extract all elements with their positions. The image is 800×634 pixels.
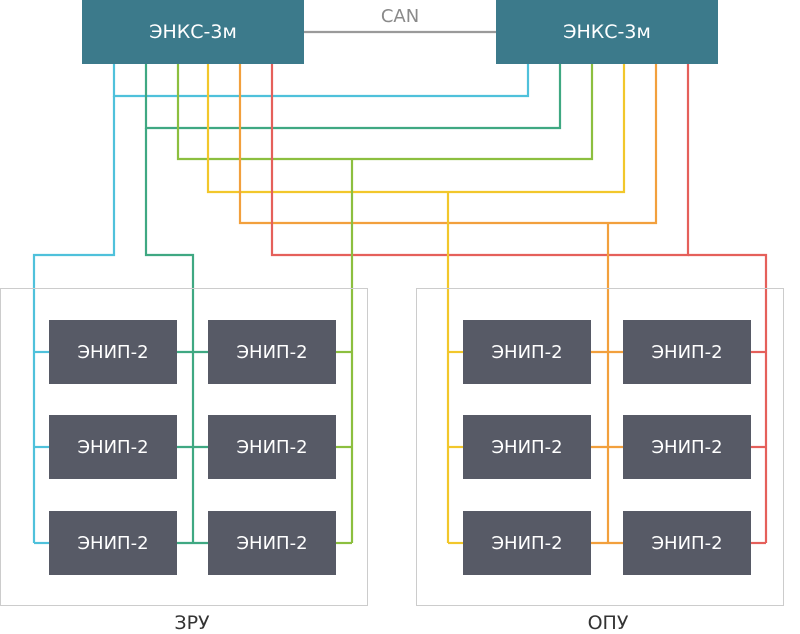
module-label: ЭНИП-2 [77,341,149,363]
module-label: ЭНИП-2 [236,341,308,363]
controller-left[interactable]: ЭНКС-3м [82,0,304,64]
module-label: ЭНИП-2 [651,341,723,363]
zone-opu-label: ОПУ [587,612,629,634]
module-label: ЭНИП-2 [651,436,723,458]
wire-green-zru [144,128,195,543]
module-label: ЭНИП-2 [491,341,563,363]
module-label: ЭНИП-2 [236,436,308,458]
module-opu-1[interactable]: ЭНИП-2 [463,320,591,384]
module-label: ЭНИП-2 [491,436,563,458]
module-zru-3[interactable]: ЭНИП-2 [49,415,177,479]
wire-cyan-bus [112,64,530,98]
module-opu-2[interactable]: ЭНИП-2 [623,320,751,384]
zone-opu [416,288,784,606]
module-opu-5[interactable]: ЭНИП-2 [463,511,591,575]
module-zru-1[interactable]: ЭНИП-2 [49,320,177,384]
wire-cyan-zru [32,96,116,543]
module-zru-6[interactable]: ЭНИП-2 [208,511,336,575]
can-link-label: CAN [360,6,440,27]
controller-left-label: ЭНКС-3м [149,21,237,43]
zone-zru [0,288,368,606]
module-opu-4[interactable]: ЭНИП-2 [623,415,751,479]
module-opu-6[interactable]: ЭНИП-2 [623,511,751,575]
wire-lime-bus [176,64,594,161]
module-label: ЭНИП-2 [236,532,308,554]
wire-red-bus [270,64,690,257]
module-label: ЭНИП-2 [77,532,149,554]
zone-zru-label: ЗРУ [174,612,210,634]
module-label: ЭНИП-2 [651,532,723,554]
module-label: ЭНИП-2 [77,436,149,458]
controller-right[interactable]: ЭНКС-3м [496,0,718,64]
module-label: ЭНИП-2 [491,532,563,554]
wire-green-bus [144,64,562,130]
wire-yellow-bus [206,64,626,194]
module-zru-2[interactable]: ЭНИП-2 [208,320,336,384]
module-zru-4[interactable]: ЭНИП-2 [208,415,336,479]
controller-right-label: ЭНКС-3м [563,21,651,43]
module-opu-3[interactable]: ЭНИП-2 [463,415,591,479]
module-zru-5[interactable]: ЭНИП-2 [49,511,177,575]
